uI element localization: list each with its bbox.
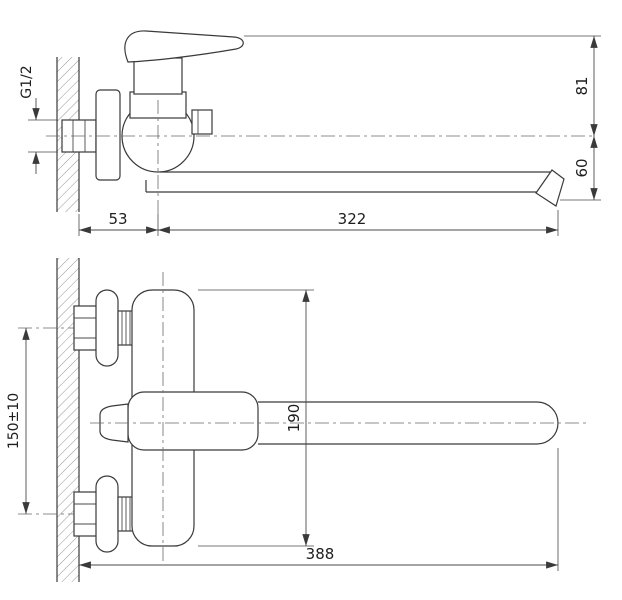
bottom-mount: [73, 475, 135, 553]
lever-handle-side: [124, 30, 244, 63]
dim-label-60: 60: [573, 158, 591, 177]
dimension-81: 81: [244, 35, 601, 136]
dim-label-388: 388: [306, 545, 335, 563]
escutcheon-side: [95, 89, 121, 181]
spout-outlet-side: [535, 169, 565, 207]
top-mount: [73, 289, 135, 367]
side-view: 81 60 G1/2 53 322: [19, 30, 601, 236]
dim-label-150: 150±10: [6, 393, 22, 449]
dimension-388: 388: [79, 448, 559, 571]
dim-label-190: 190: [285, 404, 303, 433]
dimension-53-322: 53 322: [78, 210, 559, 236]
dimension-150: 150±10: [6, 328, 30, 514]
lever-handle-front: [99, 403, 129, 443]
spout-side: [145, 169, 565, 207]
cartridge-housing-front: [127, 391, 259, 451]
dimension-190: 190: [198, 289, 314, 547]
dimension-thread: G1/2: [19, 65, 58, 174]
front-view: 190 150±10 388: [6, 258, 588, 582]
dim-label-322: 322: [338, 210, 367, 228]
faucet-body-side: [121, 30, 244, 173]
diverter-knob-side: [191, 109, 213, 135]
dim-label-53: 53: [108, 210, 127, 228]
dimension-60: 60: [560, 136, 601, 201]
thread-label: G1/2: [19, 65, 35, 98]
dim-label-81: 81: [573, 76, 591, 95]
